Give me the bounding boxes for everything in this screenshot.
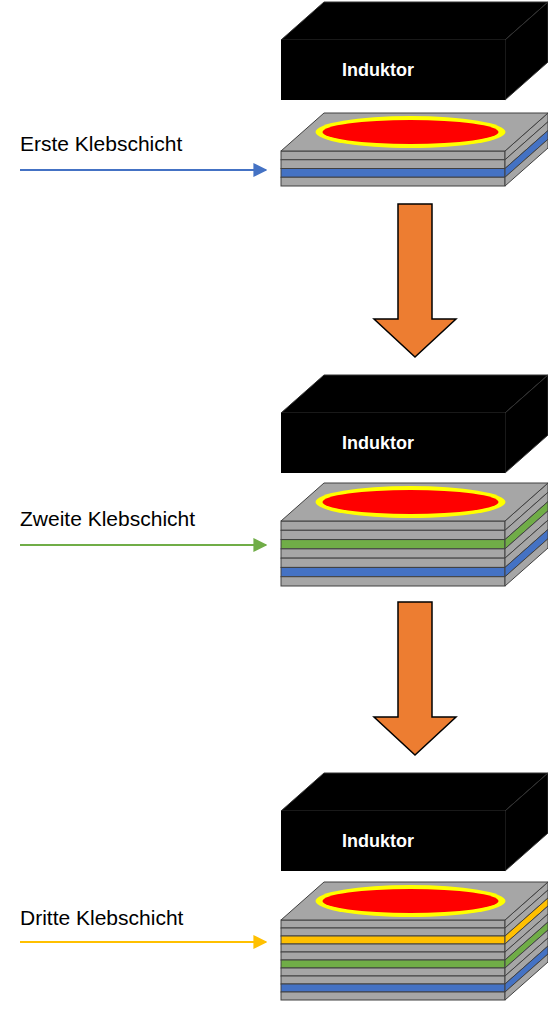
layer-front — [281, 968, 505, 976]
pointer-arrow — [20, 169, 266, 171]
layer-front — [281, 984, 505, 992]
layer-front — [281, 558, 505, 567]
layer-front — [281, 160, 505, 169]
layer-front — [281, 944, 505, 952]
layer-front — [281, 936, 505, 944]
layer-front — [281, 928, 505, 936]
inductor-block: Induktor — [281, 40, 505, 100]
layer-front — [281, 151, 505, 160]
inductor-top — [281, 2, 548, 40]
heat-zone-outer — [316, 116, 506, 148]
inductor-label: Induktor — [342, 60, 414, 81]
layer-front — [281, 976, 505, 984]
layer-side — [505, 139, 548, 186]
inductor-block: Induktor — [281, 811, 505, 871]
pointer-arrow — [20, 941, 266, 943]
stage-illustration — [20, 2, 548, 186]
layer-label: Erste Klebschicht — [20, 132, 182, 156]
layer-top — [281, 882, 548, 920]
stage-illustration — [20, 773, 548, 1000]
inductor-side — [505, 773, 548, 871]
layer-front — [281, 920, 505, 928]
layer-side — [505, 539, 548, 586]
inductor-top — [281, 773, 548, 811]
heat-zone-outer — [316, 486, 506, 518]
inductor-top — [281, 375, 548, 413]
heat-zone — [323, 889, 499, 913]
stage-illustration — [20, 375, 548, 586]
layer-front — [281, 177, 505, 186]
heat-zone — [323, 490, 499, 514]
layer-top — [281, 113, 548, 151]
heat-zone-outer — [316, 885, 506, 917]
layer-front — [281, 960, 505, 968]
layer-side — [505, 946, 548, 992]
layer-front — [281, 567, 505, 576]
layer-label: Dritte Klebschicht — [20, 906, 183, 930]
layer-label: Zweite Klebschicht — [20, 507, 195, 531]
layer-top — [281, 483, 548, 521]
layer-side — [505, 954, 548, 1000]
layer-front — [281, 540, 505, 549]
inductor-label: Induktor — [342, 831, 414, 852]
inductor-block: Induktor — [281, 413, 505, 473]
layer-front — [281, 549, 505, 558]
process-arrow — [374, 204, 456, 357]
heat-zone — [323, 120, 499, 144]
layer-front — [281, 169, 505, 178]
layer-front — [281, 992, 505, 1000]
layer-front — [281, 577, 505, 586]
pointer-arrow — [20, 544, 266, 546]
layer-front — [281, 521, 505, 530]
inductor-side — [505, 2, 548, 100]
process-arrow — [374, 602, 456, 755]
layer-front — [281, 530, 505, 539]
layer-front — [281, 952, 505, 960]
inductor-label: Induktor — [342, 433, 414, 454]
inductor-side — [505, 375, 548, 473]
